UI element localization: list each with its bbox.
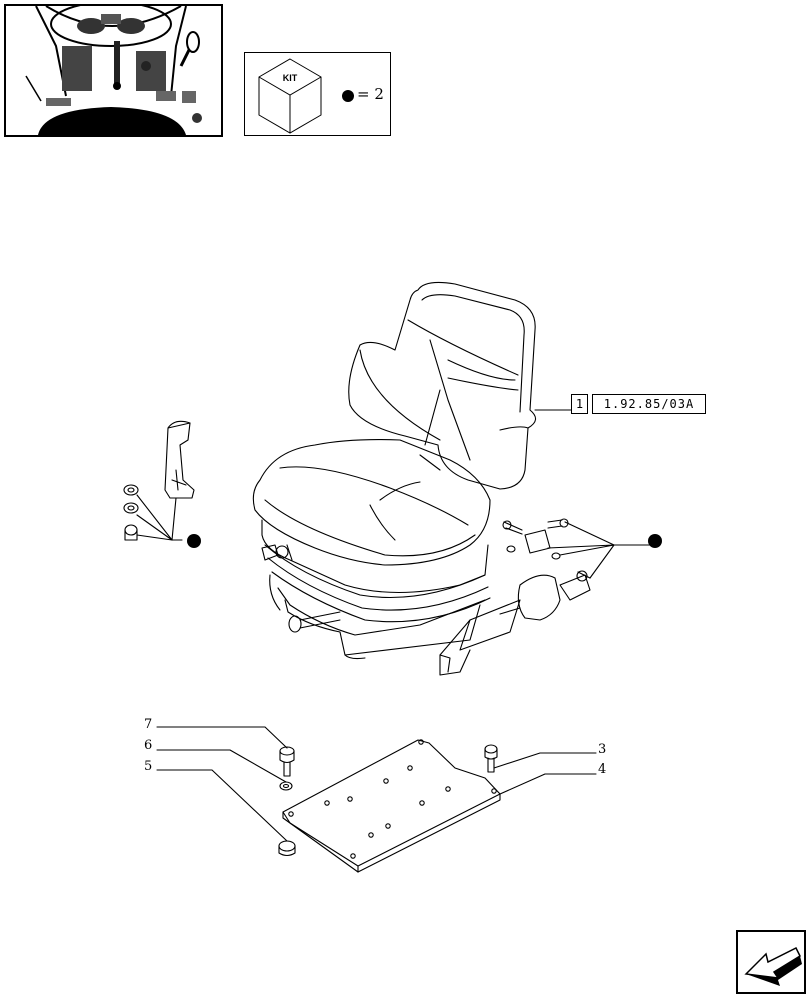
seat-cushion bbox=[252, 439, 491, 566]
right-belt-bracket bbox=[439, 518, 651, 676]
bolt-left bbox=[279, 746, 295, 777]
kit-marker-right-dot bbox=[648, 534, 662, 548]
callout-4-leader bbox=[499, 773, 597, 795]
callout-3: 3 bbox=[598, 742, 607, 757]
callout-6: 6 bbox=[144, 738, 153, 753]
reference-index-box[interactable]: 1 bbox=[571, 394, 588, 414]
callout-5-leader bbox=[156, 769, 288, 842]
reference-code-box[interactable]: 1.92.85/03A bbox=[592, 394, 706, 414]
kit-quantity: = 2 bbox=[357, 85, 384, 103]
bolt-right bbox=[484, 744, 498, 773]
callout-3-leader bbox=[493, 752, 597, 769]
next-page-button[interactable] bbox=[736, 930, 806, 994]
seat-backrest bbox=[348, 281, 537, 490]
kit-legend-box: KIT = 2 bbox=[244, 52, 391, 136]
washer-left bbox=[279, 781, 293, 791]
kit-cube-icon bbox=[258, 58, 322, 134]
seat-mounting-plate bbox=[282, 739, 501, 873]
left-mounting-bracket bbox=[123, 420, 195, 541]
callout-7: 7 bbox=[144, 717, 153, 732]
callout-4: 4 bbox=[598, 762, 607, 777]
kit-label: KIT bbox=[282, 73, 298, 83]
callout-6-leader bbox=[156, 749, 287, 783]
tractor-seat-thumbnail-icon bbox=[25, 6, 202, 135]
tractor-cab-thumbnail bbox=[4, 4, 223, 137]
seat-suspension-base bbox=[261, 519, 491, 660]
kit-marker-left-dot bbox=[187, 534, 201, 548]
callout-5: 5 bbox=[144, 759, 153, 774]
next-page-arrow-icon bbox=[744, 946, 802, 986]
kit-dot-icon bbox=[342, 90, 354, 102]
nut-left bbox=[278, 840, 296, 857]
callout-7-leader bbox=[156, 726, 288, 749]
